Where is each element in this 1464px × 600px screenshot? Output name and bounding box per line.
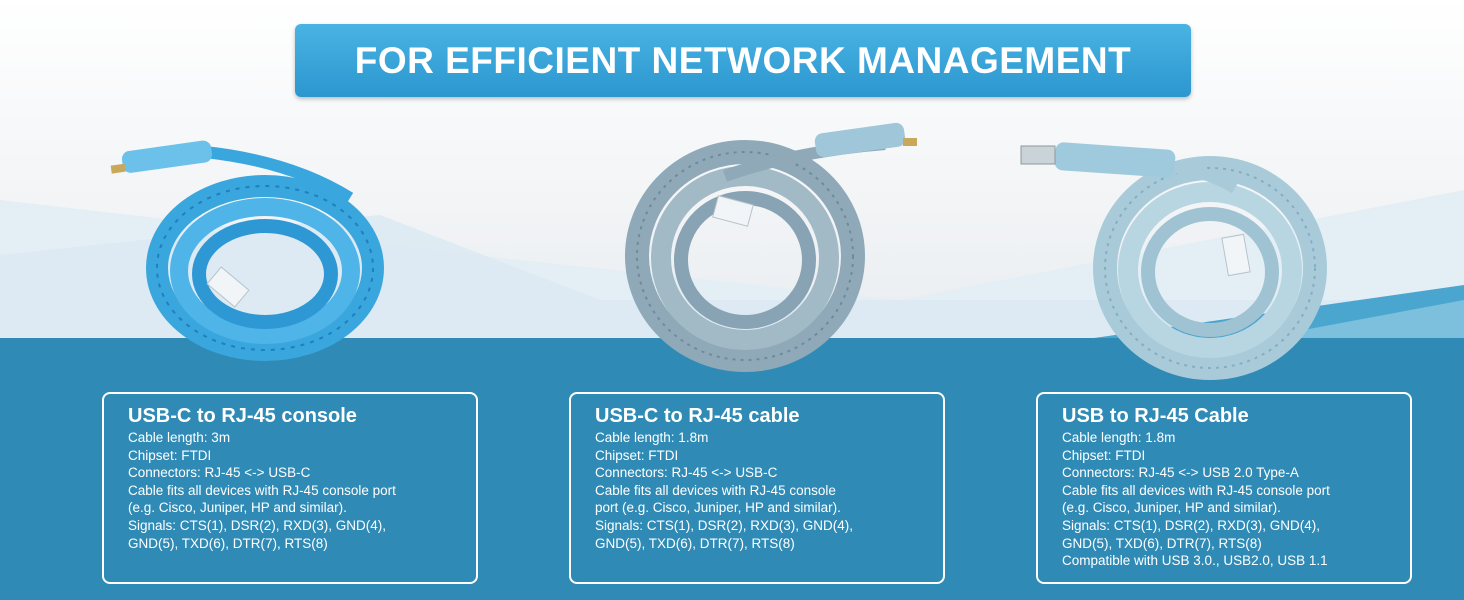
spec-compatibility: Cable fits all devices with RJ-45 consol… xyxy=(128,482,396,498)
product-title: USB-C to RJ-45 cable xyxy=(595,405,800,427)
spec-signals-continued: GND(5), TXD(6), DTR(7), RTS(8) xyxy=(1062,535,1262,551)
spec-usb-compatibility: Compatible with USB 3.0., USB2.0, USB 1.… xyxy=(1062,553,1328,569)
spec-signals: Signals: CTS(1), DSR(2), RXD(3), GND(4), xyxy=(595,517,854,533)
spec-cable-length: Cable length: 1.8m xyxy=(595,430,709,445)
spec-compatibility: Cable fits all devices with RJ-45 consol… xyxy=(595,482,836,498)
spec-signals-continued: GND(5), TXD(6), DTR(7), RTS(8) xyxy=(128,535,328,551)
spec-chipset: Chipset: FTDI xyxy=(1062,447,1146,463)
spec-compatibility: Cable fits all devices with RJ-45 consol… xyxy=(1062,482,1330,498)
background-footer xyxy=(0,338,1464,600)
spec-connectors: Connectors: RJ-45 <-> USB 2.0 Type-A xyxy=(1062,465,1299,481)
product-card-usb-c-console: USB-C to RJ-45 console Cable length: 3m … xyxy=(102,392,478,584)
product-title: USB to RJ-45 Cable xyxy=(1062,405,1249,427)
page-title: FOR EFFICIENT NETWORK MANAGEMENT xyxy=(354,39,1132,81)
product-card-usb-a-cable: USB to RJ-45 Cable Cable length: 1.8m Ch… xyxy=(1036,392,1412,584)
product-image-usb-c-rj45-1-8m xyxy=(625,118,985,390)
spec-cable-length: Cable length: 3m xyxy=(128,430,231,445)
spec-signals: Signals: CTS(1), DSR(2), RXD(3), GND(4), xyxy=(1062,517,1321,533)
product-image-usb-a-rj45-1-8m xyxy=(1015,118,1375,390)
spec-chipset: Chipset: FTDI xyxy=(128,447,212,463)
spec-connectors: Connectors: RJ-45 <-> USB-C xyxy=(595,465,778,481)
product-title: USB-C to RJ-45 console xyxy=(128,405,357,427)
spec-chipset: Chipset: FTDI xyxy=(595,447,679,463)
spec-compatibility-examples: (e.g. Cisco, Juniper, HP and similar). xyxy=(1062,500,1281,516)
title-banner: FOR EFFICIENT NETWORK MANAGEMENT xyxy=(295,24,1191,97)
spec-compatibility-examples: (e.g. Cisco, Juniper, HP and similar). xyxy=(128,500,347,516)
spec-cable-length: Cable length: 1.8m xyxy=(1062,430,1176,445)
spec-signals: Signals: CTS(1), DSR(2), RXD(3), GND(4), xyxy=(128,517,387,533)
product-image-usb-c-console-3m xyxy=(110,118,470,390)
product-card-usb-c-cable: USB-C to RJ-45 cable Cable length: 1.8m … xyxy=(569,392,945,584)
spec-compatibility-examples: port (e.g. Cisco, Juniper, HP and simila… xyxy=(595,500,841,516)
spec-signals-continued: GND(5), TXD(6), DTR(7), RTS(8) xyxy=(595,535,795,551)
spec-connectors: Connectors: RJ-45 <-> USB-C xyxy=(128,465,311,481)
